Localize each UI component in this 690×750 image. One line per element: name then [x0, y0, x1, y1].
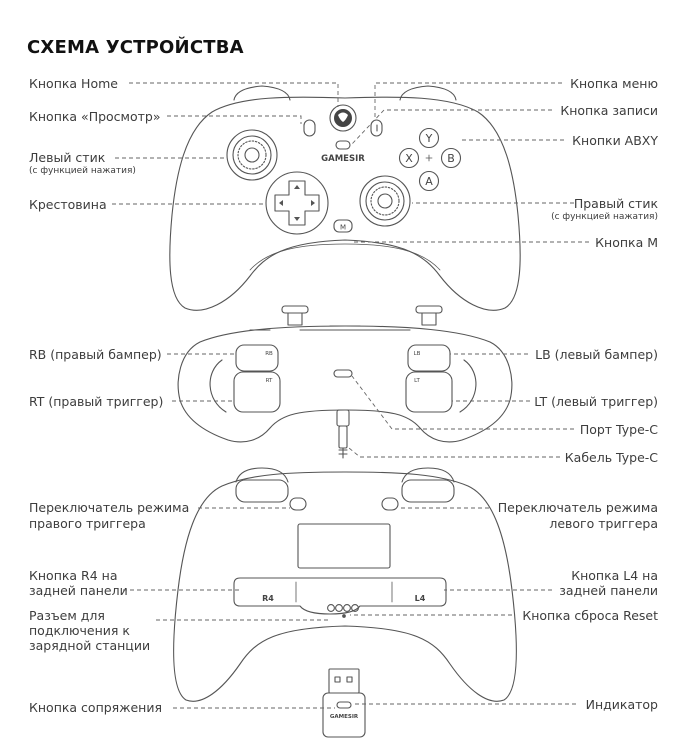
rb-mark: RB: [265, 351, 273, 357]
label-indicator: Индикатор: [585, 697, 658, 712]
left-trigger-mode-switch: [381, 497, 399, 511]
label-rb: RB (правый бампер): [29, 347, 162, 362]
btn-a: [418, 170, 440, 192]
label-view-button: Кнопка «Просмотр»: [29, 109, 161, 124]
r4-mark: R4: [262, 594, 274, 603]
label-right-trigger-switch-2: правого триггера: [29, 516, 146, 531]
top-body-outline: [177, 325, 513, 443]
label-lb: LB (левый бампер): [535, 347, 658, 362]
label-lt: LT (левый триггер): [534, 394, 658, 409]
btn-x: [398, 147, 420, 169]
label-pair-button: Кнопка сопряжения: [29, 700, 162, 715]
label-dock-2: подключения к: [29, 623, 130, 638]
label-typec-port: Порт Type-C: [579, 422, 658, 437]
typec-port: [333, 369, 353, 378]
home-button: [329, 104, 357, 132]
right-trigger-mode-switch: [289, 497, 307, 511]
dongle-brand-text: GAMESIR: [330, 714, 359, 720]
view-button: [303, 119, 316, 137]
leader-record: [351, 109, 552, 145]
label-right-trigger-switch-1: Переключатель режима: [29, 500, 190, 515]
leader-menu: [374, 82, 562, 118]
label-record-button: Кнопка записи: [560, 103, 658, 118]
back-left-shoulder: [401, 467, 455, 483]
dock-pin: [343, 604, 351, 612]
controller-back-view: [173, 467, 517, 702]
dpad-cross: [274, 180, 320, 226]
btn-y-label: Y: [425, 132, 433, 145]
dpad-well: [265, 171, 329, 235]
back-right-shoulder: [235, 467, 289, 483]
dongle-body: [322, 692, 366, 738]
paddle-strip: [233, 577, 447, 615]
rt-mark: RT: [266, 378, 273, 384]
back-body-outline: [173, 471, 517, 702]
label-home-button: Кнопка Home: [29, 76, 118, 91]
label-dock-1: Разъем для: [29, 608, 105, 623]
leader-view: [167, 115, 302, 124]
btn-x-label: X: [405, 152, 413, 165]
leader-home: [129, 82, 339, 107]
left-stick-grip: [237, 140, 267, 170]
label-r4-2: задней панели: [29, 583, 128, 598]
label-rt: RT (правый триггер): [29, 394, 164, 409]
left-stick-ring: [232, 135, 272, 175]
front-body-outline: [169, 96, 521, 311]
btn-a-label: A: [425, 175, 433, 188]
controller-top-view: [177, 305, 513, 459]
leader-lines: [112, 82, 589, 709]
dock-pin: [327, 604, 335, 612]
label-right-stick-note: (с функцией нажатия): [551, 212, 658, 222]
battery-panel: [297, 523, 391, 569]
record-button: [335, 140, 351, 150]
page-title: СХЕМА УСТРОЙСТВА: [27, 37, 244, 58]
pair-button: [336, 701, 352, 709]
label-menu-button: Кнопка меню: [570, 76, 658, 91]
leader-typec-port: [351, 375, 574, 430]
leader-typec-cable: [348, 447, 560, 458]
label-abxy: Кнопки ABXY: [572, 133, 658, 148]
label-r4-1: Кнопка R4 на: [29, 568, 118, 583]
label-reset-button: Кнопка сброса Reset: [522, 608, 658, 623]
label-l4-2: задней панели: [559, 583, 658, 598]
dongle-usb-plug: [328, 668, 360, 694]
left-stick-outer: [226, 129, 278, 181]
dock-pin: [351, 604, 359, 612]
btn-y: [418, 127, 440, 149]
reset-hole: [342, 614, 346, 618]
typec-cable-plug: [336, 409, 350, 427]
label-l4-1: Кнопка L4 на: [571, 568, 658, 583]
rb-bumper: [235, 344, 279, 372]
rt-trigger: [233, 371, 281, 413]
m-button-label: M: [340, 224, 346, 232]
brand-logo-text: GAMESIR: [321, 154, 365, 164]
lt-trigger: [405, 371, 453, 413]
label-left-trigger-switch-1: Переключатель режима: [497, 500, 658, 515]
lb-bumper: [407, 344, 451, 372]
front-left-shoulder: [233, 85, 291, 101]
label-right-stick: Правый стик: [573, 196, 658, 211]
label-dpad: Крестовина: [29, 197, 107, 212]
label-left-trigger-switch-2: левого триггера: [549, 516, 658, 531]
btn-b: [440, 147, 462, 169]
lb-mark: LB: [414, 351, 421, 357]
m-button: [333, 219, 353, 233]
usb-dongle: [322, 668, 366, 738]
label-typec-cable: Кабель Type-C: [564, 450, 658, 465]
label-m-button: Кнопка M: [595, 235, 658, 250]
right-stick-grip: [370, 186, 400, 216]
lt-mark: LT: [414, 378, 420, 384]
front-right-shoulder: [399, 85, 457, 101]
dock-pin: [335, 604, 343, 612]
btn-b-label: B: [447, 152, 455, 165]
right-stick-ring: [365, 181, 405, 221]
menu-button: [370, 119, 383, 137]
label-dock-3: зарядной станции: [29, 638, 151, 653]
controller-front-view: [169, 85, 521, 311]
label-left-stick-note: (с функцией нажатия): [29, 166, 136, 176]
right-stick-outer: [359, 175, 411, 227]
l4-mark: L4: [415, 594, 426, 603]
label-left-stick: Левый стик: [29, 150, 106, 165]
